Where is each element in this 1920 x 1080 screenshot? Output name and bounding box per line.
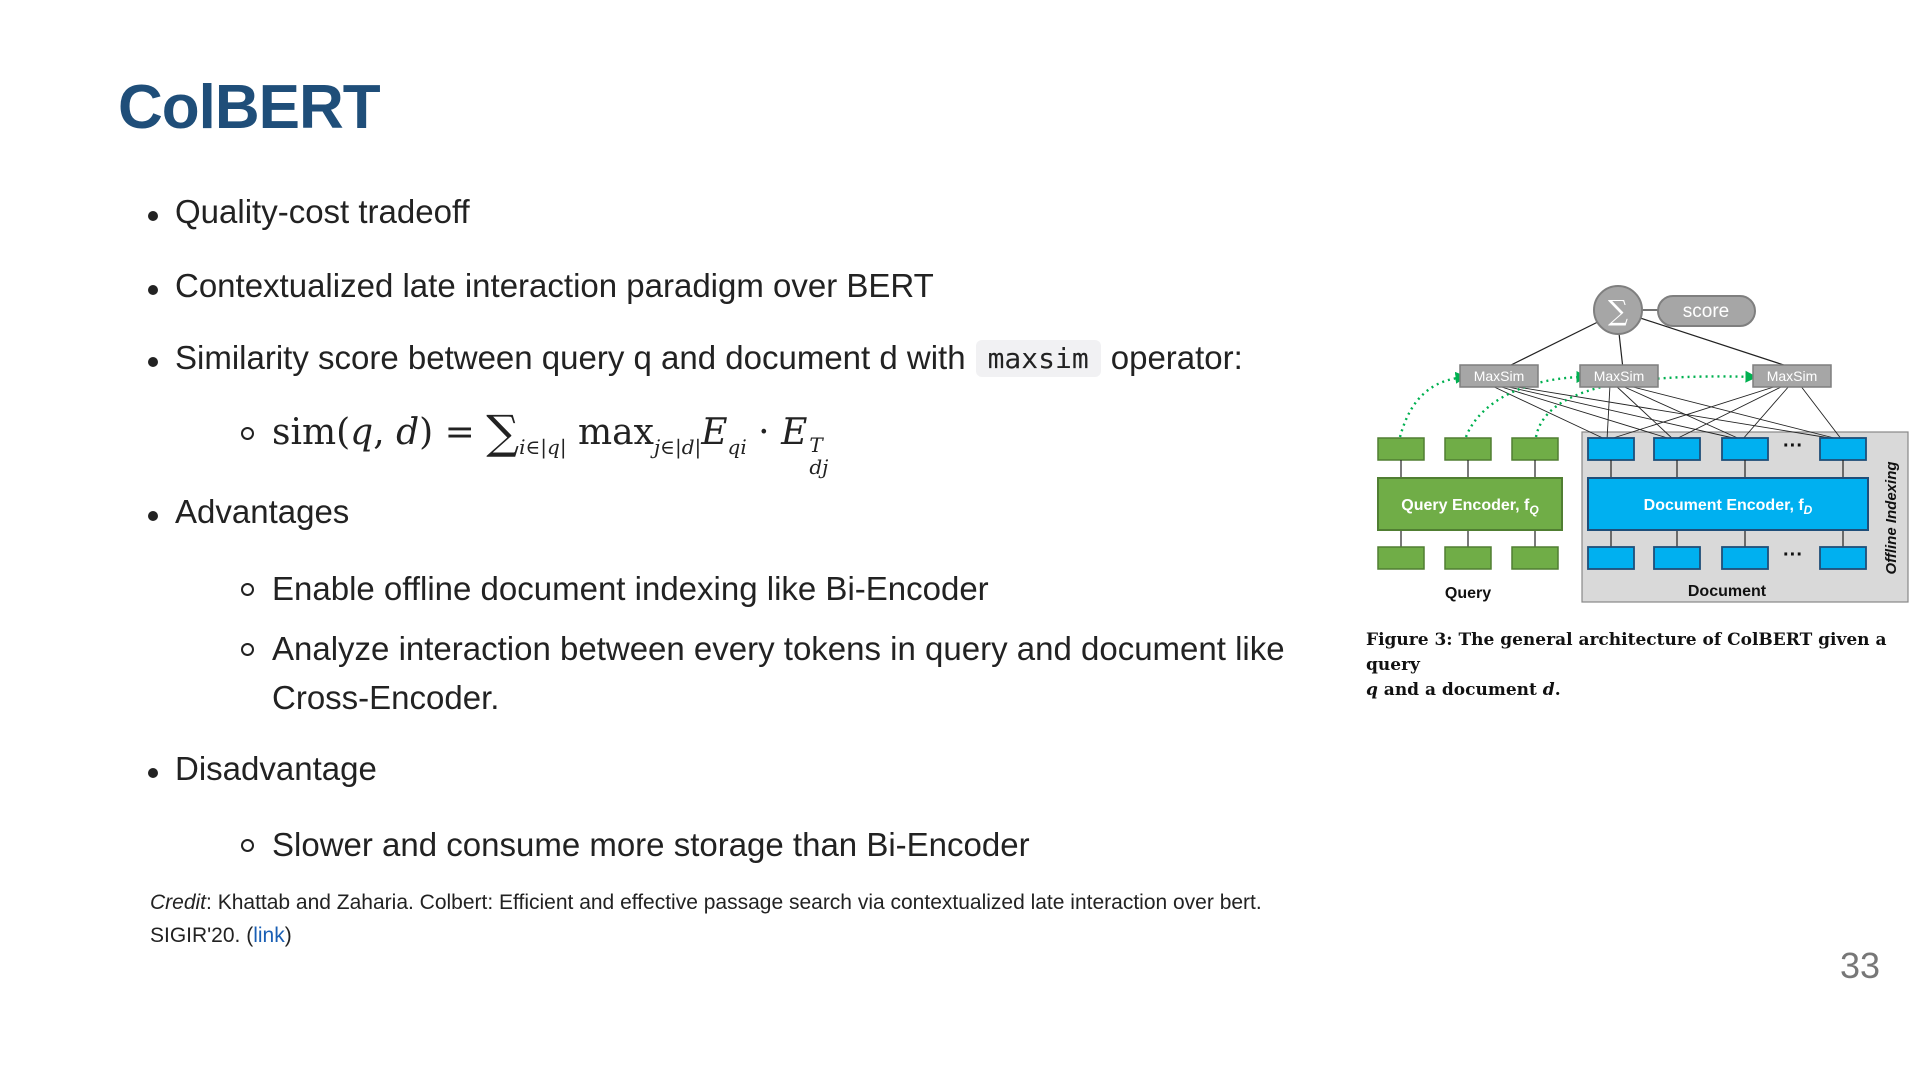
formula-q: q [350,412,374,453]
score-node [1657,295,1756,327]
colbert-architecture-figure: ∑ score MaxSim MaxSim MaxSim Query Encod… [1377,285,1909,603]
formula-equals: ) = [419,412,487,453]
bullet-text: Disadvantage [175,750,377,787]
caption-mid: and a document [1377,680,1543,700]
maxsim-connections [1489,384,1843,441]
formula-dot: · [746,412,782,453]
bullet-text: Contextualized late interaction paradigm… [175,267,934,304]
document-encoder-box [1587,477,1869,531]
formula-sim: sim( [272,412,351,453]
maxsim-nodes: MaxSim MaxSim MaxSim [1459,364,1832,388]
document-input-tokens [1587,546,1867,570]
slide-title: ColBERT [118,73,381,142]
credit-label: Credit [150,891,207,914]
query-output-tokens [1377,437,1559,461]
score-label: score [1683,301,1729,322]
caption-line1: Figure 3: The general architecture of Co… [1366,630,1887,675]
bullet-late-interaction: Contextualized late interaction paradigm… [148,267,934,305]
query-label: Query [1445,585,1491,602]
formula-sum-sub: i∈|q| [519,435,567,459]
query-input-tokens [1377,546,1559,570]
offline-indexing-label: Offline Indexing [1883,461,1900,574]
formula-e2-sub: dj [809,455,829,479]
formula-sigma: ∑ [486,405,520,459]
sigma-icon: ∑ [1608,294,1628,327]
credit-note: Credit: Khattab and Zaharia. Colbert: Ef… [150,886,1350,952]
query-encoder-box [1377,477,1563,531]
figure-caption: Figure 3: The general architecture of Co… [1366,628,1918,703]
ellipsis-icon: ··· [1783,435,1803,457]
subbullet-text-cont: Cross-Encoder. [272,679,500,716]
document-encoder-label: Document Encoder, fD [1644,497,1813,517]
formula-e2-sup: T [809,433,823,457]
bullet-text: operator: [1110,339,1243,376]
credit-link[interactable]: link [253,924,285,947]
bullet-quality-cost: Quality-cost tradeoff [148,193,470,231]
ellipsis-icon: ··· [1783,544,1803,566]
formula-comma: , [373,412,397,453]
document-output-tokens [1587,437,1867,461]
bullet-disadvantage: Disadvantage [148,750,377,788]
subbullet-offline-indexing: Enable offline document indexing like Bi… [241,564,989,613]
caption-d: d [1542,680,1555,700]
query-to-maxsim-arrows [1398,370,1758,438]
credit-text: : Khattab and Zaharia. Colbert: Efficien… [206,891,1262,914]
bullet-similarity: Similarity score between query q and doc… [148,339,1243,377]
sum-node [1593,285,1643,335]
formula-d: d [396,412,420,453]
credit-venue: SIGIR'20. ( [150,924,254,947]
formula-e: E [701,412,728,453]
formula-e-sub: qi [727,435,747,459]
formula-max: max [566,412,654,453]
subbullet-text: Enable offline document indexing like Bi… [272,570,989,607]
caption-end: . [1554,680,1561,700]
credit-close: ) [284,924,292,947]
subbullet-slower: Slower and consume more storage than Bi-… [241,820,1030,869]
caption-q: q [1366,680,1378,700]
maxsim-label: MaxSim [1474,368,1525,384]
subbullet-text: Slower and consume more storage than Bi-… [272,826,1030,863]
maxsim-label: MaxSim [1594,368,1645,384]
query-encoder-label: Query Encoder, fQ [1401,497,1539,517]
bullet-text: Quality-cost tradeoff [175,193,470,230]
document-label: Document [1688,583,1767,600]
bullet-text: Similarity score between query q and doc… [175,339,966,376]
maxsim-code: maxsim [975,339,1101,377]
bullet-text: Advantages [175,493,350,530]
formula-max-sub: j∈|d| [653,435,702,459]
bullet-advantages: Advantages [147,493,350,531]
page-number: 33 [1840,945,1881,986]
formula-e2: E [781,412,808,453]
maxsim-label: MaxSim [1767,368,1818,384]
subbullet-interaction: Analyze interaction between every tokens… [241,624,1285,722]
subbullet-text: Analyze interaction between every tokens… [272,630,1285,667]
